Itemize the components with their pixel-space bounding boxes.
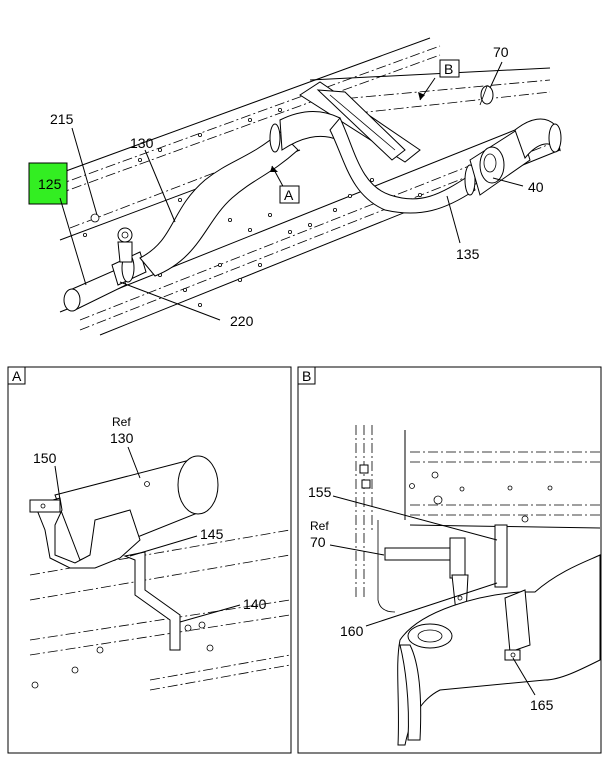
pipe-with-clamp-165 [397, 554, 601, 746]
exhaust-pipe-135 [329, 117, 476, 214]
callout-140: 140 [243, 596, 267, 612]
view-b-marker-box [439, 59, 460, 78]
panel-b-ref-70: 70 [310, 534, 326, 550]
callout-155: 155 [308, 484, 332, 500]
main-assembly-view: 215 130 125 70 40 135 220 B A [28, 37, 562, 336]
elbow-outlet [514, 118, 562, 160]
leader-lines-b [329, 495, 536, 696]
bracket-145 [123, 551, 181, 651]
bracket-70 [479, 85, 494, 106]
view-a-marker: A [284, 187, 294, 203]
panel-a-ref-word: Ref [112, 415, 131, 429]
leader-lines-a [54, 446, 241, 623]
lower-frame-rail [59, 67, 561, 336]
callout-150: 150 [33, 450, 57, 466]
cross-member [299, 81, 421, 163]
callout-40: 40 [528, 179, 544, 195]
hanger-bracket-130 [117, 227, 133, 263]
panel-b-ref-word: Ref [310, 519, 329, 533]
callout-160: 160 [340, 623, 364, 639]
exhaust-pipe-130 [139, 110, 341, 277]
panel-b-title: B [302, 368, 311, 384]
rail-holes [83, 108, 422, 307]
callout-165: 165 [530, 697, 554, 713]
detail-panel-a: A [7, 366, 292, 754]
tail-pipe [63, 267, 127, 312]
coupling-40 [469, 127, 531, 196]
detail-panel-b: B [297, 366, 602, 754]
callout-70: 70 [493, 44, 509, 60]
washer-215 [90, 213, 100, 223]
clamp-150 [29, 497, 141, 569]
panel-a-title: A [12, 368, 22, 384]
callout-135: 135 [456, 246, 480, 262]
callout-130: 130 [130, 135, 154, 151]
panel-a-ref-130: 130 [110, 430, 134, 446]
callout-145: 145 [200, 526, 224, 542]
view-b-marker: B [444, 61, 453, 77]
callout-125: 125 [38, 176, 62, 192]
view-a-marker-box [279, 185, 300, 204]
highlight-box-125 [28, 162, 68, 205]
callout-220: 220 [230, 313, 254, 329]
leader-lines-main [59, 61, 524, 321]
callout-215: 215 [50, 111, 74, 127]
